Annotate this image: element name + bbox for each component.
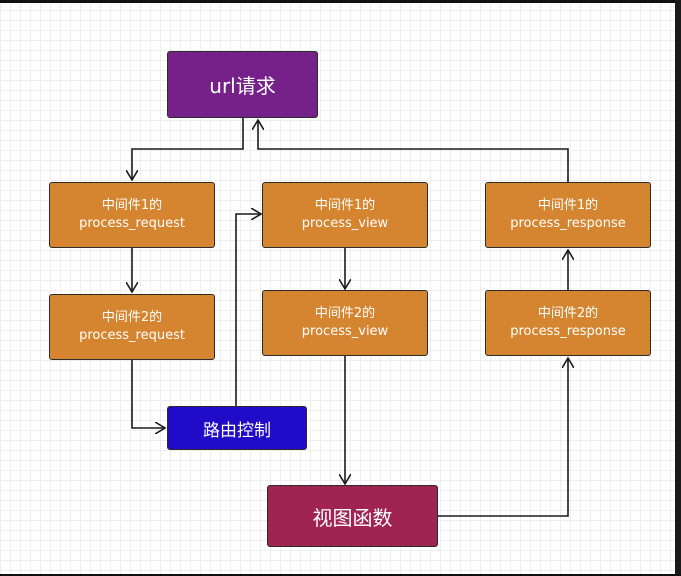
edge-view-function-to-mw2-response: [438, 358, 568, 517]
view-function-label: 视图函数: [312, 505, 393, 530]
mw1-process-response-node: 中间件1的 process_response: [485, 182, 651, 248]
routing-node: 路由控制: [167, 406, 307, 450]
mw1-process-request-line2: process_request: [79, 216, 185, 231]
mw2-process-view-node: 中间件2的 process_view: [262, 290, 428, 356]
url-request-label: url请求: [209, 74, 276, 98]
mw1-process-view-line1: 中间件1的: [314, 198, 376, 213]
mw1-process-response-line2: process_response: [510, 216, 626, 231]
mw1-process-view-line2: process_view: [301, 216, 389, 231]
view-function-node: 视图函数: [267, 485, 438, 547]
mw2-process-view-line2: process_view: [301, 324, 389, 339]
edge-routing-to-mw1-view: [235, 214, 261, 406]
mw1-process-view-node: 中间件1的 process_view: [262, 182, 428, 248]
mw1-process-response-line1: 中间件1的: [537, 198, 599, 213]
routing-label: 路由控制: [203, 420, 271, 441]
mw1-process-request-line1: 中间件1的: [101, 198, 163, 213]
edge-mw1-response-to-url: [258, 120, 569, 182]
canvas-right-edge: [675, 0, 681, 576]
edge-mw2-request-to-routing: [131, 360, 165, 428]
mw2-process-request-node: 中间件2的 process_request: [49, 294, 215, 360]
canvas-top-edge: [0, 0, 681, 3]
mw2-process-request-line2: process_request: [79, 328, 185, 343]
mw2-process-response-line1: 中间件2的: [537, 306, 599, 321]
mw2-process-response-line2: process_response: [510, 324, 626, 339]
mw2-process-view-line1: 中间件2的: [314, 306, 376, 321]
edge-url-to-mw1-request: [132, 118, 244, 180]
url-request-node: url请求: [167, 51, 318, 118]
canvas-bottom-edge: [0, 574, 681, 576]
mw2-process-request-line1: 中间件2的: [101, 310, 163, 325]
mw1-process-request-node: 中间件1的 process_request: [49, 182, 215, 248]
mw2-process-response-node: 中间件2的 process_response: [485, 290, 651, 356]
